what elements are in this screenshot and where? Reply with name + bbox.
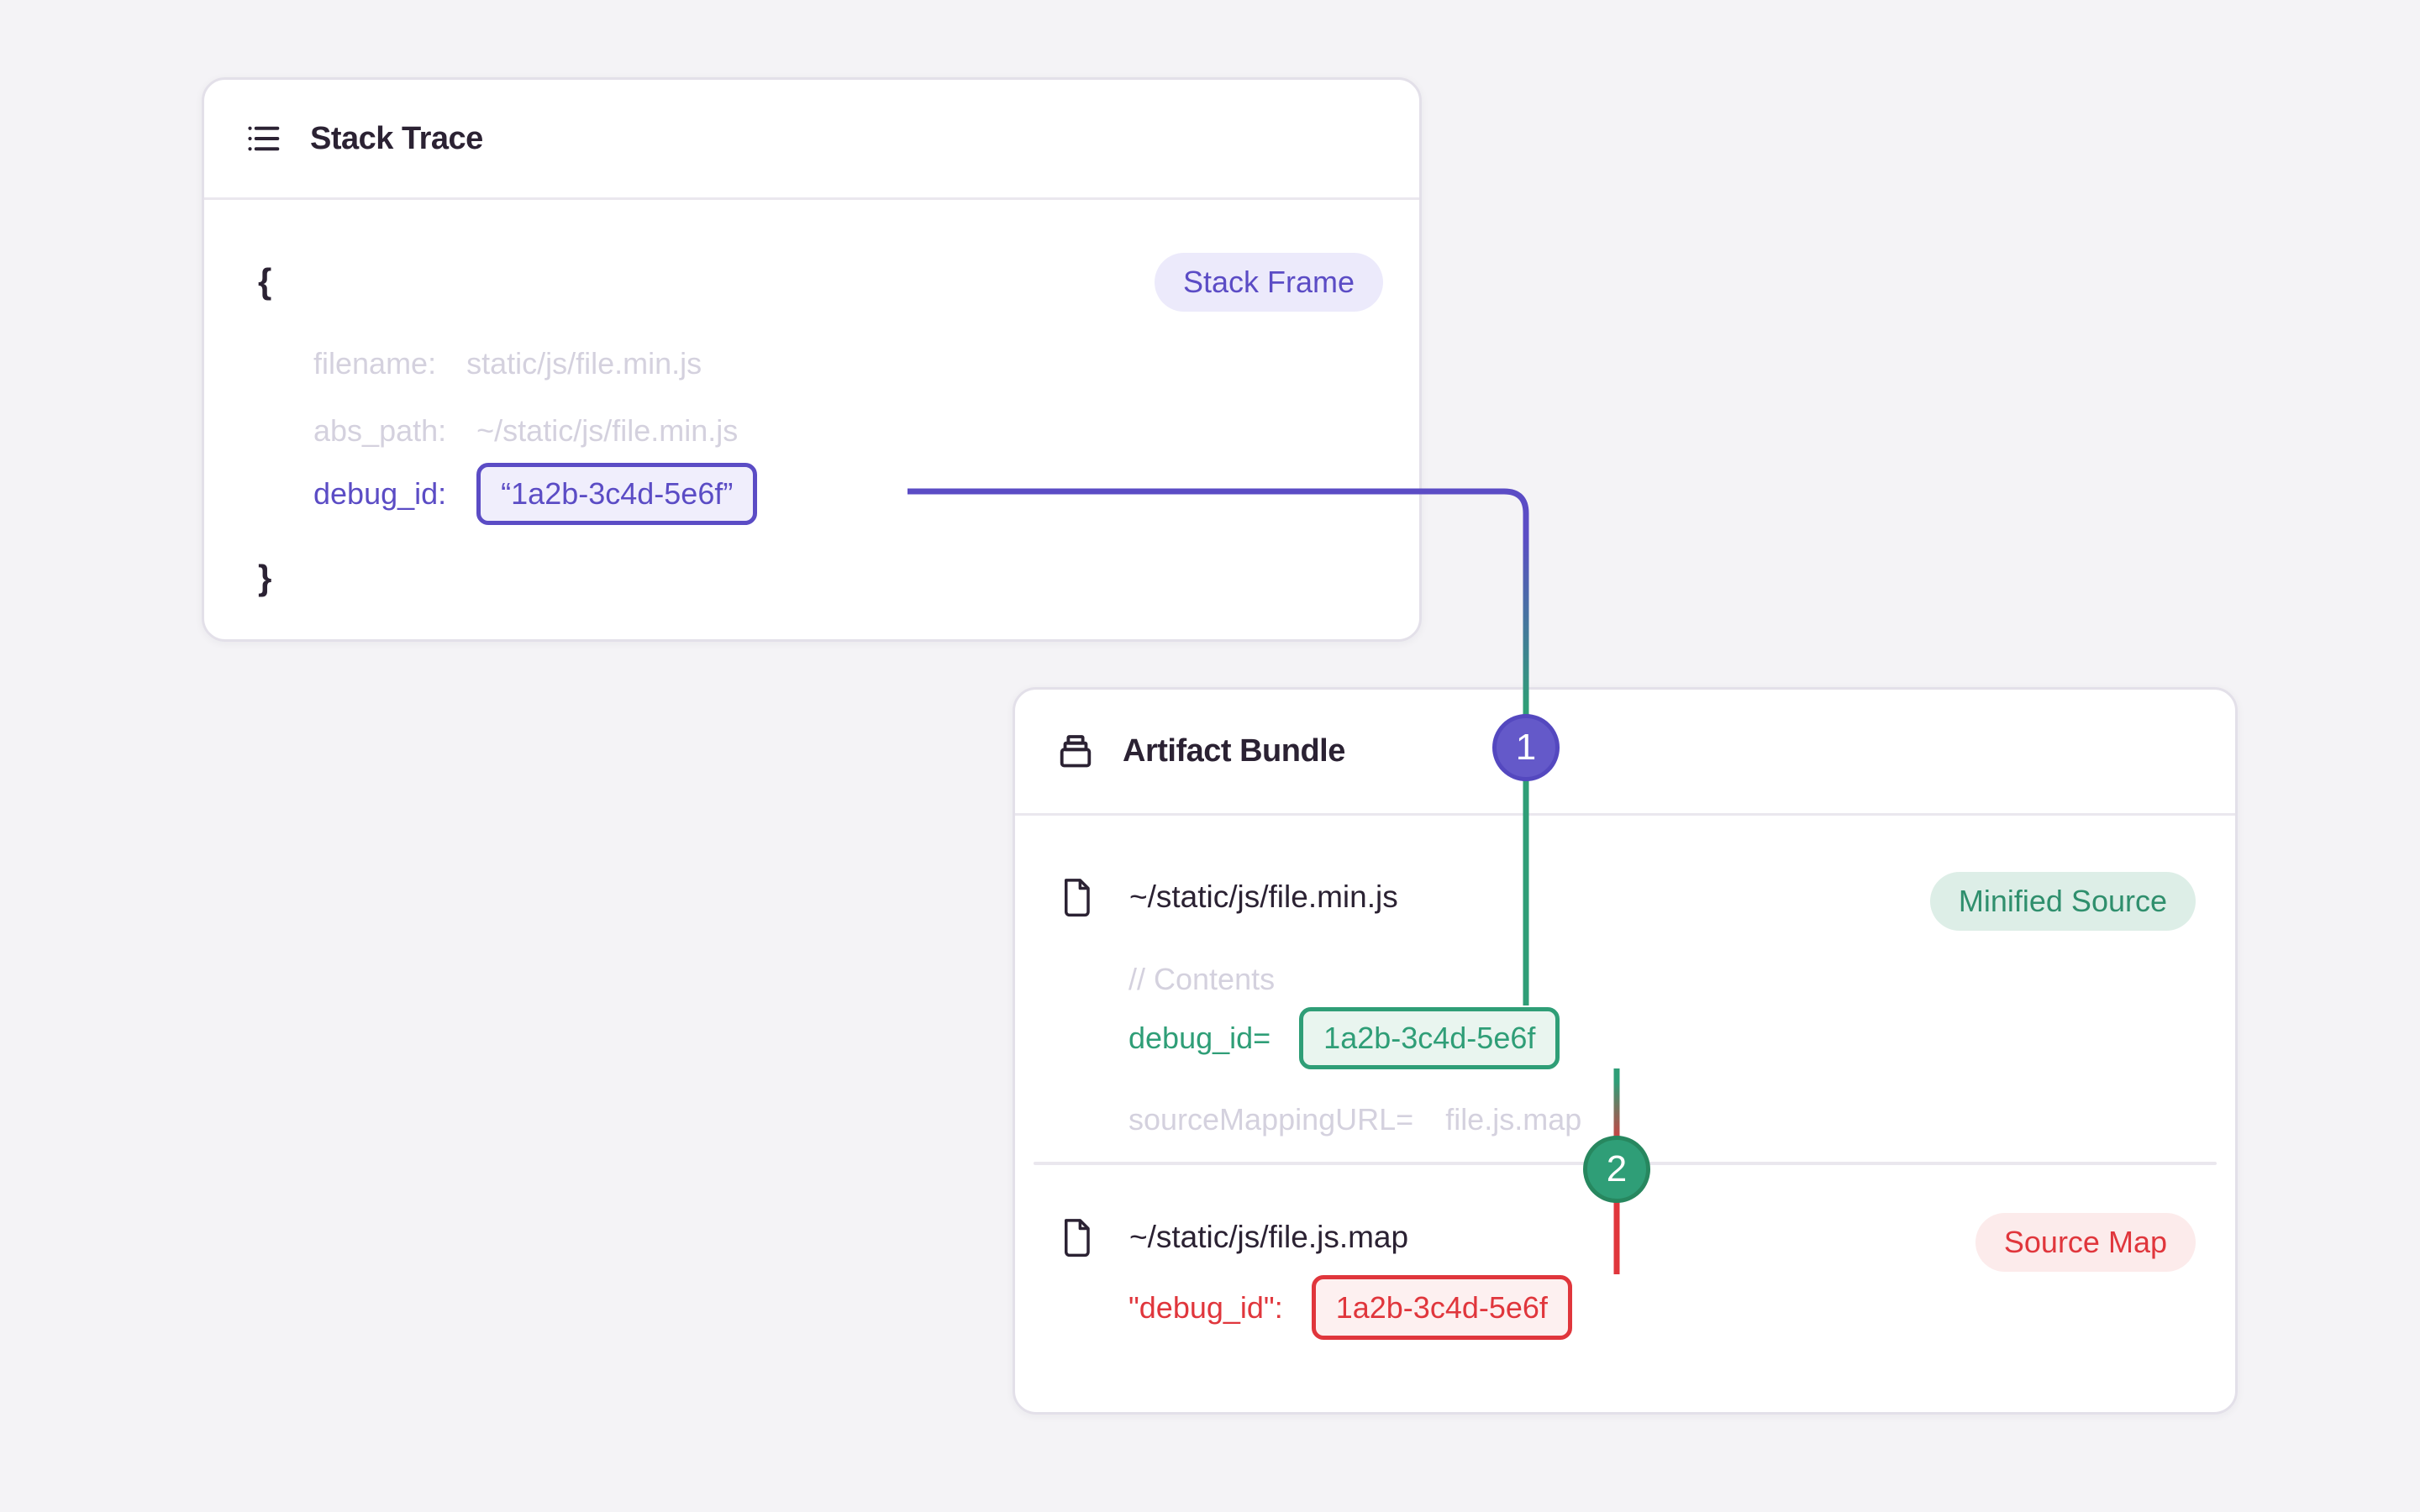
stack-frame-badge: Stack Frame bbox=[1154, 253, 1383, 312]
filename-value: static/js/file.min.js bbox=[466, 346, 702, 381]
close-brace: } bbox=[258, 558, 272, 597]
abs-path-row: abs_path: ~/static/js/file.min.js bbox=[313, 412, 738, 449]
file-row-minified: ~/static/js/file.min.js bbox=[1059, 869, 1398, 925]
minified-source-badge: Minified Source bbox=[1929, 872, 2196, 931]
abs-path-value: ~/static/js/file.min.js bbox=[476, 413, 739, 448]
source-map-badge: Source Map bbox=[1975, 1213, 2196, 1272]
stack-trace-header: Stack Trace bbox=[204, 80, 1419, 200]
file-path-minified: ~/static/js/file.min.js bbox=[1129, 879, 1398, 914]
debug-id-label: debug_id: bbox=[313, 476, 447, 511]
source-mapping-row: sourceMappingURL= file.js.map bbox=[1128, 1101, 1581, 1138]
abs-path-label: abs_path: bbox=[313, 413, 447, 448]
filename-row: filename: static/js/file.min.js bbox=[313, 345, 702, 382]
artifact-bundle-body: ~/static/js/file.min.js Minified Source … bbox=[1015, 690, 2235, 1412]
file-icon bbox=[1059, 1216, 1094, 1258]
contents-comment: // Contents bbox=[1128, 962, 1276, 996]
debug-id-json-row: "debug_id": 1a2b-3c4d-5e6f bbox=[1128, 1275, 1572, 1340]
debug-id-assign-label: debug_id= bbox=[1128, 1020, 1271, 1055]
step-1-marker: 1 bbox=[1492, 714, 1560, 781]
debug-id-assignment-row: debug_id= 1a2b-3c4d-5e6f bbox=[1128, 1006, 1560, 1069]
file-icon bbox=[1059, 876, 1094, 918]
source-mapping-value: file.js.map bbox=[1445, 1102, 1582, 1137]
debug-id-assign-value-box: 1a2b-3c4d-5e6f bbox=[1299, 1006, 1560, 1069]
debug-id-json-value-box: 1a2b-3c4d-5e6f bbox=[1311, 1275, 1572, 1340]
open-brace: { bbox=[258, 261, 272, 301]
artifact-bundle-card: Artifact Bundle ~/static/js/file.min.js … bbox=[1013, 687, 2238, 1415]
stack-trace-card: Stack Trace { Stack Frame filename: stat… bbox=[202, 77, 1422, 642]
stack-trace-body: { Stack Frame filename: static/js/file.m… bbox=[204, 80, 1419, 639]
debug-id-value-box: “1a2b-3c4d-5e6f” bbox=[476, 463, 758, 525]
stack-trace-title: Stack Trace bbox=[310, 120, 483, 156]
debug-id-row: debug_id: “1a2b-3c4d-5e6f” bbox=[313, 463, 758, 525]
step-2-marker: 2 bbox=[1583, 1136, 1650, 1203]
filename-label: filename: bbox=[313, 346, 437, 381]
list-icon bbox=[245, 119, 283, 158]
debug-id-json-label: "debug_id": bbox=[1128, 1289, 1283, 1325]
file-path-sourcemap: ~/static/js/file.js.map bbox=[1129, 1220, 1409, 1254]
source-mapping-label: sourceMappingURL= bbox=[1128, 1102, 1414, 1137]
file-row-sourcemap: ~/static/js/file.js.map bbox=[1059, 1210, 1408, 1265]
